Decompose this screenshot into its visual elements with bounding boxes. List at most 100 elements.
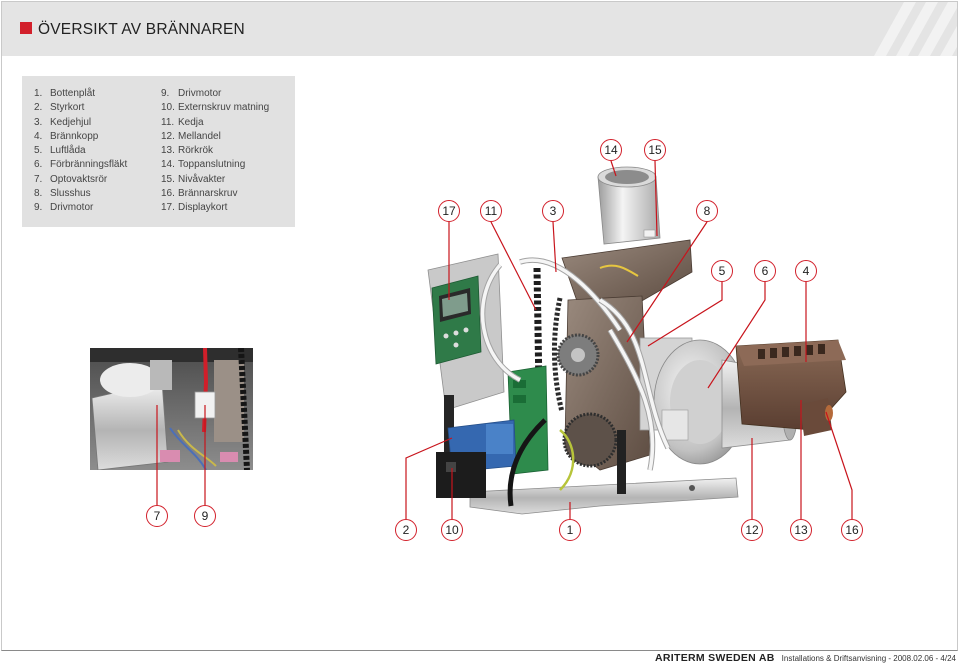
- inset-photo: [90, 348, 253, 470]
- legend-item-number: 9.: [161, 88, 170, 99]
- callout-13: 13: [790, 519, 812, 541]
- legend-item-number: 9.: [34, 202, 43, 214]
- legend-item-label: Drivmotor: [178, 88, 222, 99]
- legend-item-label: Externskruv matning: [178, 102, 270, 114]
- legend-item: 2. Styrkort: [34, 101, 127, 115]
- legend-item-label: Luftlåda: [50, 145, 86, 157]
- burner-photo: [427, 166, 847, 515]
- leader-lines: [156, 160, 853, 519]
- legend-item-number: 16.: [161, 188, 175, 200]
- callout-9: 9: [194, 505, 216, 527]
- page-footer: ARITERM SWEDEN AB Installations & Drifts…: [655, 652, 956, 666]
- legend-item-label: Slusshus: [50, 188, 91, 200]
- legend-item-label: Brännkopp: [50, 130, 99, 142]
- leader-line-6: [707, 282, 766, 389]
- electrical-box: [436, 419, 517, 498]
- callout-1: 1: [559, 519, 581, 541]
- legend-item: 15.Nivåvakter: [161, 173, 269, 187]
- leader-line-15: [654, 160, 658, 237]
- legend-item-label: Nivåvakter: [178, 173, 226, 185]
- page-header: ÖVERSIKT AV BRÄNNAREN: [2, 2, 957, 56]
- callout-12: 12: [741, 519, 763, 541]
- legend-item: 8. Slusshus: [34, 187, 127, 201]
- control-board: [507, 365, 549, 475]
- legend-item: 9. Drivmotor: [161, 87, 269, 101]
- legend-item-label: Brännarskruv: [178, 188, 238, 200]
- legend-item-label: Drivmotor: [50, 202, 94, 214]
- legend-item-number: 13.: [161, 145, 175, 157]
- legend-item: 6. Förbränningsfläkt: [34, 158, 127, 172]
- leader-line-11: [490, 221, 537, 311]
- legend-item-label: Bottenplåt: [50, 88, 96, 99]
- callout-8: 8: [696, 200, 718, 222]
- legend-item-label: Styrkort: [50, 102, 85, 114]
- callout-14: 14: [600, 139, 622, 161]
- legend-item: 5. Luftlåda: [34, 144, 127, 158]
- legend-item-label: Toppanslutning: [178, 159, 246, 171]
- legend-item-number: 6.: [34, 159, 43, 171]
- bottom-plate: [469, 477, 739, 515]
- legend-item: 16.Brännarskruv: [161, 187, 269, 201]
- legend-item-number: 5.: [34, 145, 43, 157]
- parts-legend: 1. Bottenplåt 2. Styrkort 3. Kedjehjul 4. Br…: [22, 76, 295, 227]
- legend-item: 7. Optovaktsrör: [34, 173, 127, 187]
- legend-item-number: 11.: [161, 116, 175, 128]
- legend-item-label: Rörkrök: [178, 145, 214, 157]
- leader-line-2: [405, 437, 453, 519]
- legend-item-number: 12.: [161, 130, 175, 142]
- legend-item-label: Kedja: [178, 116, 204, 128]
- legend-item: 12.Mellandel: [161, 130, 269, 144]
- page-title: ÖVERSIKT AV BRÄNNAREN: [38, 21, 245, 38]
- top-connection-pipe: [597, 166, 661, 245]
- callout-7: 7: [146, 505, 168, 527]
- legend-column-right: 9. Drivmotor 10.Externskruv matning 11.Ke…: [161, 87, 269, 216]
- callout-6: 6: [754, 260, 776, 282]
- legend-item-label: Mellandel: [178, 130, 221, 142]
- legend-item-number: 4.: [34, 130, 43, 142]
- legend-item: 14.Toppanslutning: [161, 158, 269, 172]
- legend-item: 11.Kedja: [161, 116, 269, 130]
- leader-line-8: [626, 221, 708, 343]
- legend-item: 9. Drivmotor: [34, 201, 127, 215]
- callout-17: 17: [438, 200, 460, 222]
- callout-11: 11: [480, 200, 502, 222]
- legend-item: 4. Brännkopp: [34, 130, 127, 144]
- legend-item: 10.Externskruv matning: [161, 101, 269, 115]
- burner-cup: [735, 339, 847, 436]
- legend-item-number: 15.: [161, 173, 175, 185]
- legend-item-number: 8.: [34, 188, 43, 200]
- callout-5: 5: [711, 260, 733, 282]
- footer-document-info: Installations & Driftsanvisning - 2008.0…: [781, 654, 956, 663]
- legend-item-number: 2.: [34, 102, 43, 114]
- legend-item: 13.Rörkrök: [161, 144, 269, 158]
- header-red-square-icon: [20, 22, 32, 34]
- legend-item-number: 14.: [161, 159, 175, 171]
- legend-item-label: Displaykort: [178, 202, 228, 214]
- legend-item-label: Optovaktsrör: [50, 173, 108, 185]
- legend-item-number: 7.: [34, 173, 43, 185]
- legend-item-number: 10.: [161, 102, 175, 114]
- footer-company: ARITERM SWEDEN AB: [655, 652, 775, 664]
- leader-line-16: [825, 411, 853, 519]
- callout-3: 3: [542, 200, 564, 222]
- sprocket: [556, 333, 600, 377]
- legend-item-number: 17.: [161, 202, 175, 214]
- legend-item: 1. Bottenplåt: [34, 87, 127, 101]
- leader-line-5: [647, 282, 723, 347]
- legend-column-left: 1. Bottenplåt 2. Styrkort 3. Kedjehjul 4. Br…: [34, 87, 127, 216]
- legend-item: 17.Displaykort: [161, 201, 269, 215]
- legend-item: 3. Kedjehjul: [34, 116, 127, 130]
- legend-item-number: 1.: [34, 88, 43, 99]
- callout-16: 16: [841, 519, 863, 541]
- legend-item-label: Kedjehjul: [50, 116, 92, 128]
- legend-item-label: Förbränningsfläkt: [50, 159, 128, 171]
- leader-line-3: [552, 221, 557, 273]
- header-stripes-decoration: [874, 2, 957, 56]
- page-frame: [1, 1, 958, 651]
- callout-2: 2: [395, 519, 417, 541]
- callout-15: 15: [644, 139, 666, 161]
- leader-line-14: [610, 160, 617, 177]
- legend-item-number: 3.: [34, 116, 43, 128]
- callout-10: 10: [441, 519, 463, 541]
